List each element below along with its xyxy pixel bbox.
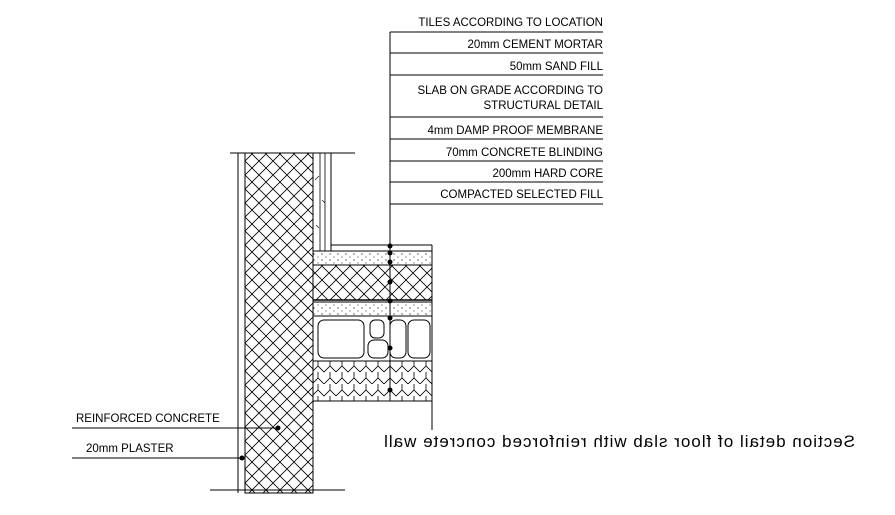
mirrored-caption: Section detail of floor slab with reinfo…: [383, 432, 855, 451]
label-compacted-fill: COMPACTED SELECTED FILL: [440, 189, 603, 201]
label-slab-2: STRUCTURAL DETAIL: [484, 100, 604, 112]
floor-layers: [312, 244, 433, 430]
label-blinding: 70mm CONCRETE BLINDING: [446, 147, 603, 159]
label-slab-1: SLAB ON GRADE ACCORDING TO: [417, 85, 603, 97]
label-hard-core: 200mm HARD CORE: [492, 168, 603, 180]
label-reinforced-concrete: REINFORCED CONCRETE: [76, 413, 220, 425]
label-sand-fill: 50mm SAND FILL: [510, 61, 604, 73]
layer-labels: TILES ACCORDING TO LOCATION 20mm CEMENT …: [390, 17, 604, 205]
label-plaster: 20mm PLASTER: [86, 443, 174, 455]
label-dpm: 4mm DAMP PROOF MEMBRANE: [428, 125, 604, 137]
concrete-wall: [210, 152, 355, 494]
wall-finish: [312, 152, 332, 252]
layer-leader: [387, 32, 393, 400]
wall-labels: REINFORCED CONCRETE 20mm PLASTER: [72, 413, 281, 461]
label-tiles: TILES ACCORDING TO LOCATION: [418, 17, 603, 29]
label-cement-mortar: 20mm CEMENT MORTAR: [468, 39, 603, 51]
